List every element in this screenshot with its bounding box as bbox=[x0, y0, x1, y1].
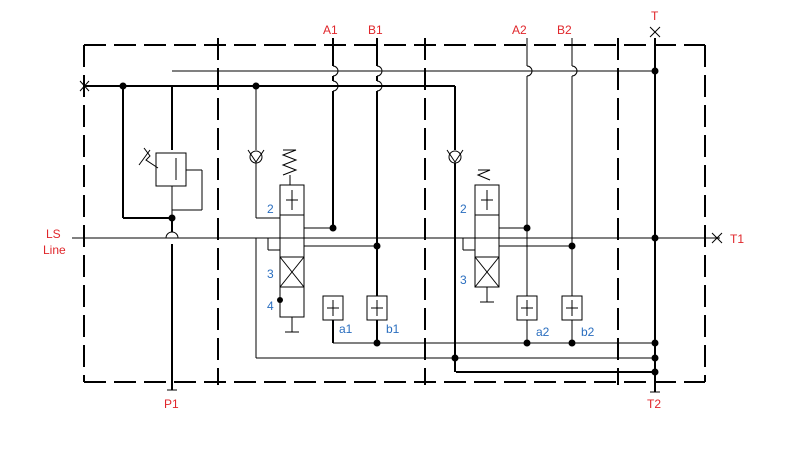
main-lines bbox=[72, 70, 720, 373]
port-lines bbox=[332, 38, 656, 392]
gauge-a2 bbox=[516, 295, 538, 343]
section-1-spool bbox=[247, 86, 377, 358]
port-label-line: Line bbox=[43, 243, 66, 257]
gauge-label-a2: a2 bbox=[536, 325, 550, 339]
outer-boundary bbox=[83, 38, 706, 385]
port-label-a1: A1 bbox=[323, 23, 338, 37]
gauge-b2 bbox=[561, 295, 583, 343]
section-2-number-2: 2 bbox=[460, 202, 467, 216]
junction-dots bbox=[119, 67, 659, 376]
port-label-b1: B1 bbox=[368, 23, 383, 37]
t-plug-icon bbox=[649, 26, 661, 38]
port-label-t: T bbox=[651, 9, 659, 23]
relief-valve bbox=[122, 86, 203, 390]
section-1-number-3: 3 bbox=[267, 267, 274, 281]
left-plug-icon bbox=[79, 80, 90, 92]
gauge-label-b2: b2 bbox=[581, 325, 595, 339]
port-label-a2: A2 bbox=[512, 23, 527, 37]
port-label-p1: P1 bbox=[164, 397, 179, 411]
t1-plug-icon bbox=[711, 232, 723, 244]
section-1-number-4: 4 bbox=[267, 299, 274, 313]
port-label-t2: T2 bbox=[647, 397, 661, 411]
section-2-number-3: 3 bbox=[460, 273, 467, 287]
section-2-spool bbox=[446, 86, 572, 372]
gauge-a1 bbox=[322, 295, 344, 343]
gauge-label-b1: b1 bbox=[386, 322, 400, 336]
port-label-t1: T1 bbox=[730, 232, 744, 246]
gauge-label-a1: a1 bbox=[339, 322, 353, 336]
port-label-b2: B2 bbox=[557, 23, 572, 37]
port-label-ls: LS bbox=[46, 227, 61, 241]
gauge-b1 bbox=[366, 295, 388, 343]
section-1-number-2: 2 bbox=[267, 202, 274, 216]
